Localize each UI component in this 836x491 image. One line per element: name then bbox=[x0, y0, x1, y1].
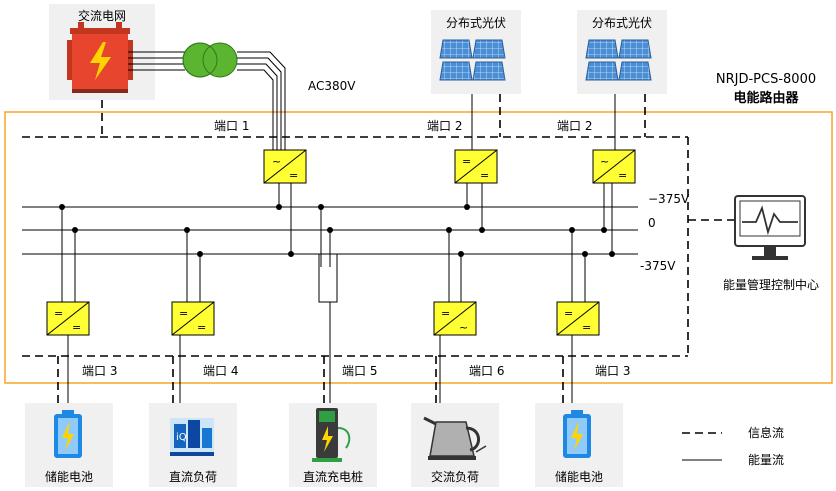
grid-label: 交流电网 bbox=[78, 8, 126, 23]
transformer-icon bbox=[182, 42, 238, 78]
bus-zero-label: 0 bbox=[648, 216, 656, 230]
battery-right-label: 储能电池 bbox=[555, 469, 603, 484]
info-flow-lines bbox=[22, 94, 734, 434]
router-frame bbox=[4, 111, 833, 384]
port-label-bottom6: 端口 6 bbox=[469, 364, 504, 378]
svg-text:=: = bbox=[179, 307, 188, 320]
legend-energy-label: 能量流 bbox=[748, 453, 784, 467]
ac380-lines bbox=[237, 51, 286, 150]
converter-ac-dc-pv-right: ~ = bbox=[592, 149, 636, 184]
dc-charger-label: 直流充电桩 bbox=[303, 469, 363, 484]
svg-text:~: ~ bbox=[459, 321, 468, 334]
charging-station-icon bbox=[312, 408, 351, 462]
ac-voltage-label: AC380V bbox=[308, 79, 356, 93]
port-label-bottom3a: 端口 3 bbox=[82, 364, 117, 378]
converter-dc-dc-pv-left: = = bbox=[454, 149, 498, 184]
battery-icon bbox=[54, 410, 82, 458]
battery-left-label: 储能电池 bbox=[45, 469, 93, 484]
converter-dc-dc-battery-left: = = bbox=[46, 301, 90, 336]
svg-text:~: ~ bbox=[272, 155, 281, 168]
kettle-icon bbox=[423, 416, 487, 460]
port-label-bottom5: 端口 5 bbox=[342, 364, 377, 378]
solar-panel-icon bbox=[439, 39, 506, 81]
svg-text:=: = bbox=[54, 307, 63, 320]
svg-text:=: = bbox=[72, 321, 81, 334]
router-name: 电能路由器 bbox=[733, 90, 799, 106]
router-model: NRJD-PCS-8000 bbox=[716, 72, 816, 87]
svg-text:=: = bbox=[197, 321, 206, 334]
converter-dc-dc-load: = = bbox=[171, 301, 215, 336]
svg-text:=: = bbox=[582, 321, 591, 334]
port-label-bottom3b: 端口 3 bbox=[595, 364, 630, 378]
converter-dc-ac-load: = ~ bbox=[433, 301, 477, 336]
battery-left-box: 储能电池 bbox=[25, 403, 113, 487]
converter-dc-dc-battery-right: = = bbox=[556, 301, 600, 336]
control-center-label: 能量管理控制中心 bbox=[723, 277, 819, 292]
svg-text:iQ: iQ bbox=[176, 432, 187, 443]
dc-load-box: iQ 直流负荷 bbox=[149, 403, 237, 487]
svg-text:=: = bbox=[480, 169, 489, 182]
ac-load-label: 交流负荷 bbox=[431, 469, 479, 484]
svg-text:=: = bbox=[289, 169, 298, 182]
ac-load-box: 交流负荷 bbox=[411, 403, 499, 487]
pv-right-label: 分布式光伏 bbox=[592, 16, 652, 30]
monitor-icon bbox=[734, 195, 806, 260]
port-label-top2b: 端口 2 bbox=[557, 119, 592, 133]
bus-neg-label: -375V bbox=[640, 259, 676, 273]
legend-info-label: 信息流 bbox=[748, 425, 784, 440]
converter-ac-dc-port1: ~ = bbox=[263, 149, 307, 184]
dc-load-label: 直流负荷 bbox=[169, 470, 217, 484]
svg-text:=: = bbox=[564, 307, 573, 320]
port-label-top1: 端口 1 bbox=[214, 119, 249, 133]
svg-text:=: = bbox=[618, 169, 627, 182]
battery-icon bbox=[563, 410, 591, 458]
grid-transformer-icon bbox=[67, 22, 133, 93]
dc-charger-box: 直流充电桩 bbox=[289, 403, 377, 487]
solar-panel-icon bbox=[585, 39, 652, 81]
grid-ac-lines bbox=[128, 51, 185, 71]
port-label-bottom4: 端口 4 bbox=[203, 364, 238, 378]
svg-text:=: = bbox=[441, 307, 450, 320]
svg-text:=: = bbox=[462, 155, 471, 168]
battery-right-box: 储能电池 bbox=[535, 403, 623, 487]
pv-left-label: 分布式光伏 bbox=[446, 16, 506, 30]
server-icon: iQ bbox=[170, 418, 214, 456]
bus-pos-label: −375V bbox=[648, 192, 690, 206]
port-label-top2a: 端口 2 bbox=[427, 119, 462, 133]
svg-text:~: ~ bbox=[600, 155, 609, 168]
junction-dots bbox=[59, 204, 615, 257]
